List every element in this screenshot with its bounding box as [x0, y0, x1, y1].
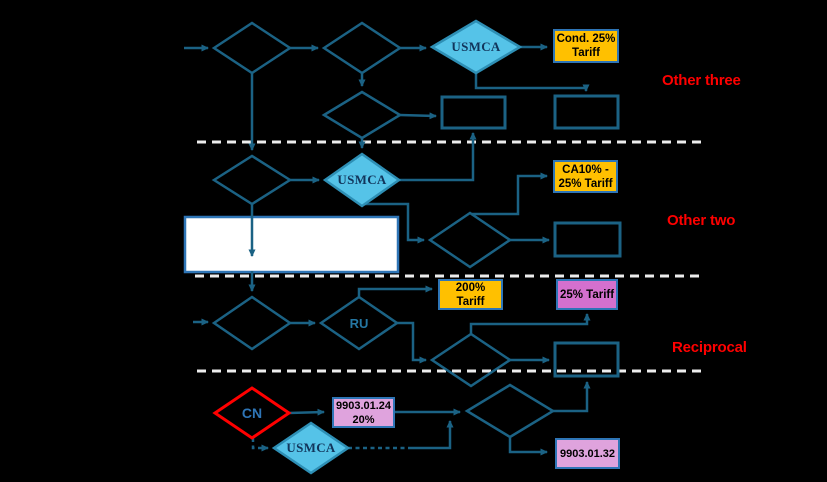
empty-box-1	[440, 95, 507, 130]
diamond-7	[429, 332, 513, 388]
connector	[474, 73, 590, 92]
decision-cn-label: CN	[241, 405, 263, 421]
diamond-5	[427, 211, 513, 269]
empty-boxes	[440, 94, 622, 378]
connector	[397, 321, 427, 364]
diamond-3	[321, 90, 403, 140]
decision-diamonds	[211, 21, 556, 439]
diamond-8	[464, 383, 556, 439]
decision-usmca-top-shape	[429, 19, 523, 75]
connector	[362, 202, 425, 244]
diamond-1	[211, 21, 293, 75]
empty-box-2	[553, 94, 620, 130]
result-box-9903-01-32: 9903.01.32	[555, 438, 620, 469]
connector	[508, 437, 548, 456]
decision-usmca-bottom-label: USMCA	[286, 440, 336, 455]
section-label-reciprocal: Reciprocal	[672, 339, 747, 356]
decision-usmca-mid-shape	[322, 152, 402, 208]
decision-usmca-mid-label: USMCA	[337, 172, 387, 187]
connector	[399, 132, 477, 182]
connector	[469, 313, 591, 334]
connector	[288, 408, 325, 416]
diamond-4	[211, 154, 293, 206]
decision-usmca-bottom-shape	[271, 421, 351, 475]
section-label-other-three: Other three	[662, 72, 741, 89]
empty-box-4	[553, 341, 620, 378]
connector	[399, 112, 437, 120]
connector-dashed	[251, 438, 269, 452]
diamond-2	[321, 21, 403, 75]
result-box-25-tariff: 25% Tariff	[556, 279, 618, 310]
connector	[410, 420, 454, 450]
connector	[357, 285, 433, 297]
connectors	[184, 43, 591, 456]
result-box-cond-25-tariff: Cond. 25% Tariff	[553, 29, 619, 63]
result-box-ca10-25-tariff: CA10% - 25% Tariff	[553, 160, 618, 193]
connector	[471, 172, 548, 216]
result-box-200-tariff: 200% Tariff	[438, 279, 503, 310]
result-box-9903-01-24: 9903.01.24 20%	[332, 397, 395, 428]
decision-cn-shape	[212, 386, 292, 440]
connector	[551, 381, 591, 413]
decision-ru-label: RU	[349, 315, 369, 331]
diamond-6	[211, 295, 293, 351]
decision-ru-shape	[318, 295, 400, 351]
decision-usmca-top-label: USMCA	[451, 39, 501, 54]
white-note-box	[183, 215, 400, 274]
section-label-other-two: Other two	[667, 212, 736, 229]
empty-box-3	[553, 221, 622, 258]
